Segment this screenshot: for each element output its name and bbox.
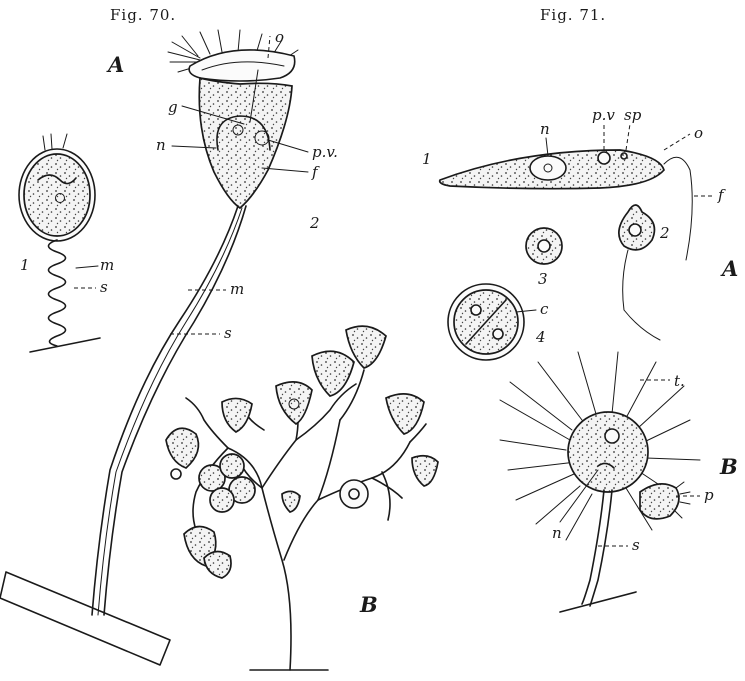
- fig71-n-b-label: n: [552, 524, 562, 542]
- fig70-panel-b-letter: B: [359, 592, 378, 617]
- fig71-flagellate: [440, 150, 693, 260]
- fig71-sp-label: sp: [624, 106, 642, 124]
- fig71-stage-3-label: 3: [538, 270, 548, 288]
- fig70-contracted-vorticella: [19, 134, 100, 352]
- fig71-round-cell: [526, 228, 562, 264]
- fig70-extended-vorticella: [0, 30, 298, 665]
- fig71-f-label: f: [717, 186, 726, 204]
- fig70-panel-a-letter: A: [106, 52, 124, 77]
- fig71-stage-1-label: 1: [422, 150, 432, 168]
- fig71-s-label: s: [632, 536, 640, 554]
- fig70-s-small-label: s: [100, 278, 108, 296]
- fig71-stalked-tentacled-cell: [500, 352, 700, 612]
- fig70-caption: Fig. 70.: [110, 6, 176, 24]
- fig70-f-label: f: [311, 163, 320, 181]
- fig71: Fig. 71. 1 n p.v sp o f 2 A: [422, 6, 738, 612]
- fig71-p-label: p: [704, 486, 714, 504]
- fig71-c-label: c: [540, 300, 549, 318]
- fig70-o-label: o: [275, 28, 284, 46]
- fig71-pv-label: p.v: [592, 106, 615, 124]
- fig71-amoeboid-stage: [619, 205, 660, 340]
- fig71-cyst: [448, 284, 524, 360]
- fig71-panel-b-letter: B: [719, 454, 738, 479]
- fig70-n-label: n: [156, 136, 166, 154]
- fig70-g-label: g: [168, 98, 178, 116]
- fig70-m-large-label: m: [230, 280, 244, 298]
- fig71-n-label: n: [540, 120, 550, 138]
- fig70: Fig. 70. A 1 m s: [0, 6, 438, 670]
- fig71-caption: Fig. 71.: [540, 6, 606, 24]
- fig70-individual-2-label: 2: [309, 214, 320, 232]
- fig71-panel-a-letter: A: [720, 256, 738, 281]
- fig70-s-large-label: s: [224, 324, 232, 342]
- fig71-stage-2-label: 2: [659, 224, 670, 242]
- fig71-t-label: t.: [674, 372, 685, 390]
- fig70-pv-label: p.v.: [312, 143, 338, 161]
- fig70-individual-1-label: 1: [20, 256, 30, 274]
- fig71-stage-4-label: 4: [535, 328, 546, 346]
- fig70-m-small-label: m: [100, 256, 114, 274]
- fig71-o-label: o: [694, 124, 703, 142]
- fig70-colony: [166, 326, 438, 670]
